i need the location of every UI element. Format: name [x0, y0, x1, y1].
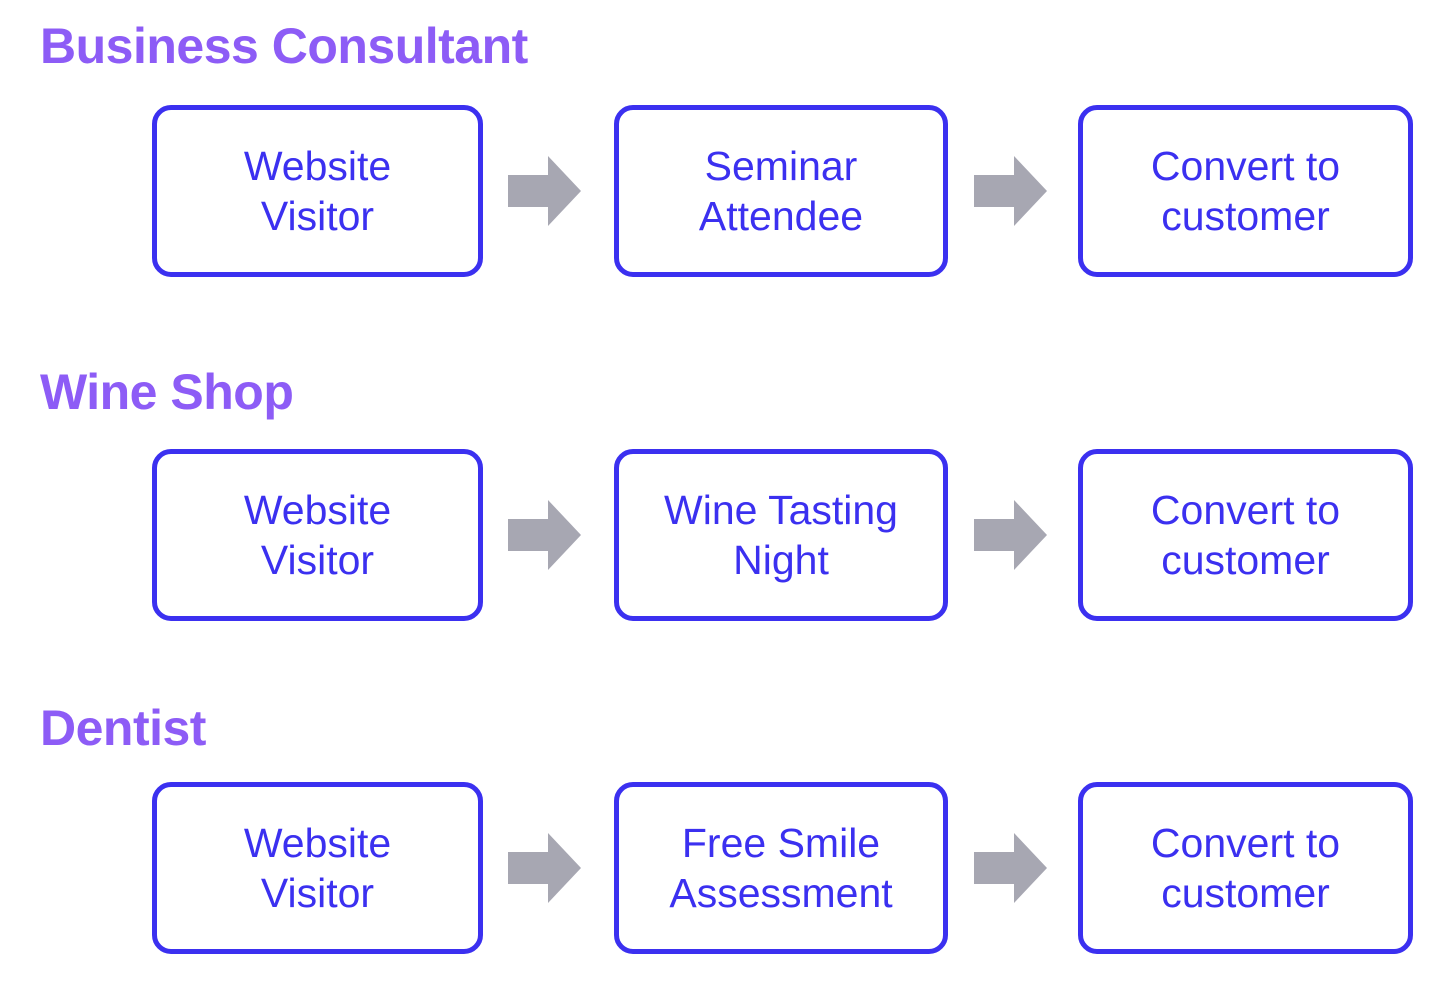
section-heading-wine-shop: Wine Shop — [40, 364, 294, 420]
section-heading-dentist: Dentist — [40, 700, 206, 756]
funnel-step-label: Free Smile Assessment — [669, 820, 893, 916]
funnel-step-box: Convert to customer — [1078, 105, 1413, 277]
funnel-step-label: Convert to customer — [1150, 487, 1341, 583]
section-heading-business-consultant: Business Consultant — [40, 18, 528, 74]
funnel-step-label: Seminar Attendee — [698, 143, 864, 239]
funnel-flow-row: Website Visitor Free Smile Assessment Co… — [0, 782, 1454, 957]
right-arrow-icon — [508, 499, 582, 571]
funnel-step-box: Website Visitor — [152, 449, 483, 621]
funnel-step-label: Convert to customer — [1150, 143, 1341, 239]
funnel-step-label: Website Visitor — [243, 820, 392, 916]
right-arrow-icon — [508, 155, 582, 227]
right-arrow-icon — [974, 832, 1048, 904]
funnel-flow-row: Website Visitor Seminar Attendee Convert… — [0, 105, 1454, 280]
funnel-step-box: Website Visitor — [152, 105, 483, 277]
right-arrow-icon — [974, 155, 1048, 227]
funnel-section-business-consultant: Business Consultant Website Visitor Semi… — [0, 0, 1454, 340]
right-arrow-icon — [508, 832, 582, 904]
funnel-section-dentist: Dentist Website Visitor Free Smile Asses… — [0, 678, 1454, 982]
funnel-section-wine-shop: Wine Shop Website Visitor Wine Tasting N… — [0, 344, 1454, 684]
funnel-step-label: Wine Tasting Night — [664, 487, 898, 583]
funnel-step-box: Wine Tasting Night — [614, 449, 948, 621]
funnel-step-box: Free Smile Assessment — [614, 782, 948, 954]
funnel-step-label: Convert to customer — [1150, 820, 1341, 916]
funnel-step-label: Website Visitor — [243, 143, 392, 239]
funnel-step-box: Convert to customer — [1078, 449, 1413, 621]
funnel-flow-row: Website Visitor Wine Tasting Night Conve… — [0, 449, 1454, 624]
right-arrow-icon — [974, 499, 1048, 571]
funnel-step-label: Website Visitor — [243, 487, 392, 583]
funnel-step-box: Convert to customer — [1078, 782, 1413, 954]
funnel-step-box: Seminar Attendee — [614, 105, 948, 277]
funnel-step-box: Website Visitor — [152, 782, 483, 954]
